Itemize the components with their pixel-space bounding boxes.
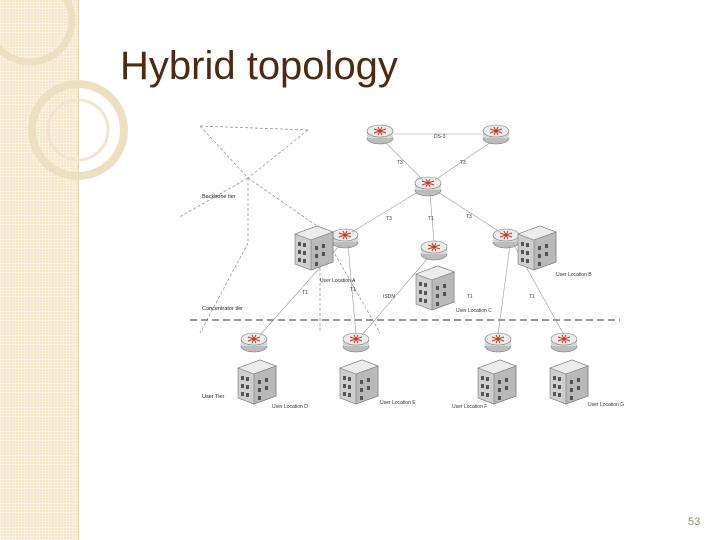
building-icon	[415, 265, 455, 311]
link-label: T3	[386, 216, 392, 222]
link-label: T1	[428, 216, 434, 222]
sidebar-texture	[0, 0, 79, 540]
building-icon	[517, 225, 557, 271]
link-label: T1	[467, 294, 473, 300]
link-label: T1	[529, 294, 535, 300]
building-icon	[339, 359, 379, 405]
location-label: User Location F	[452, 404, 487, 410]
router-icon	[550, 332, 578, 353]
link-label: T3	[397, 160, 403, 166]
building-icon	[549, 359, 589, 405]
router-icon	[484, 332, 512, 353]
router-icon	[420, 240, 448, 261]
building-icon	[294, 225, 334, 271]
location-label: User Location E	[380, 400, 416, 406]
router-icon	[366, 124, 394, 145]
location-label: User Location D	[272, 404, 308, 410]
building-icon	[477, 359, 517, 405]
link-label: T1	[302, 290, 308, 296]
concentrator-tier-label: Concentrator tier	[202, 306, 243, 312]
hybrid-topology-diagram: Backbone tier Concentrator tier User Tie…	[180, 124, 624, 410]
link-label: T3	[460, 160, 466, 166]
link-label: DS-3	[434, 134, 446, 140]
router-icon	[342, 332, 370, 353]
link-label: T3	[466, 214, 472, 220]
link-label: ISDN	[383, 294, 395, 300]
location-label: User Location G	[588, 402, 624, 408]
router-icon	[482, 124, 510, 145]
location-label: User Location B	[556, 272, 592, 278]
router-icon	[240, 332, 268, 353]
decorative-circles	[0, 0, 128, 180]
router-icon	[414, 176, 442, 197]
link-label: T1	[350, 287, 356, 293]
slide-title: Hybrid topology	[120, 44, 398, 88]
backbone-tier-label: Backbone tier	[202, 194, 236, 200]
slide-number: 53	[688, 516, 701, 528]
building-icon	[237, 359, 277, 405]
location-label: User Location C	[456, 308, 492, 314]
router-icon	[331, 228, 359, 249]
location-label: User Location A	[320, 278, 356, 284]
user-tier-label: User Tier	[202, 394, 224, 400]
router-icon	[492, 228, 520, 249]
